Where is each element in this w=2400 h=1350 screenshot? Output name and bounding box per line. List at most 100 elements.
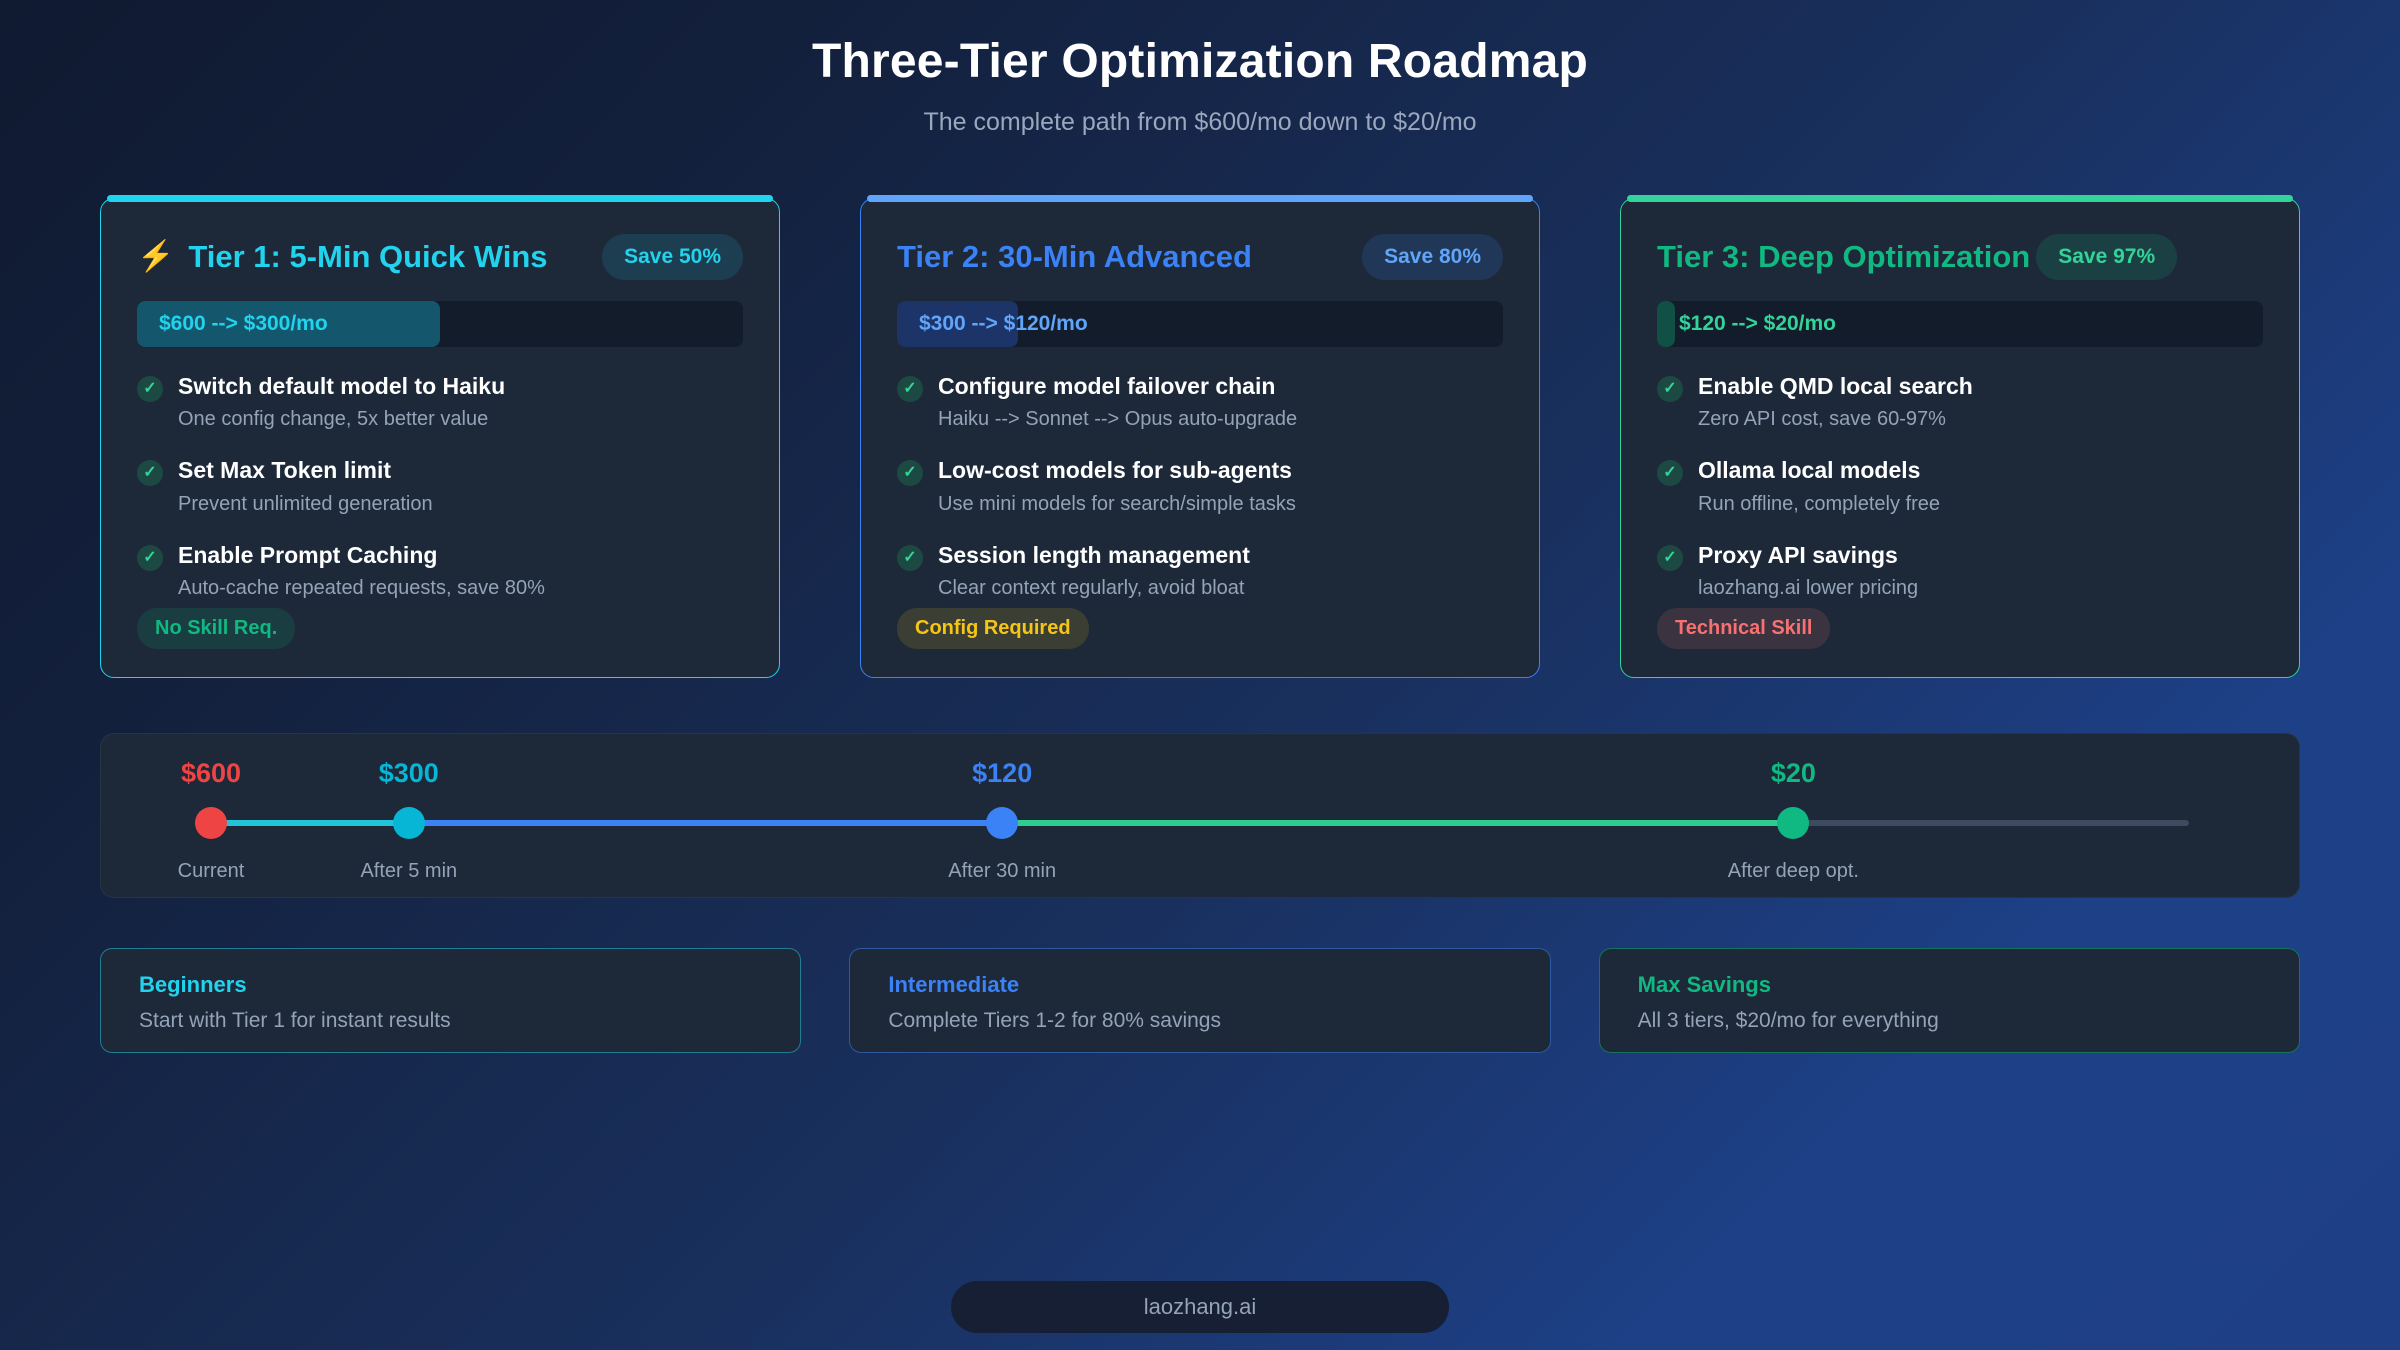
feature-desc: Run offline, completely free <box>1698 492 1940 515</box>
feature-desc: Prevent unlimited generation <box>178 492 433 515</box>
check-icon: ✓ <box>1657 544 1683 571</box>
feature-item: ✓ Enable QMD local search Zero API cost,… <box>1657 373 2263 431</box>
tier-title: Tier 3: Deep Optimization <box>1657 239 2031 274</box>
check-icon: ✓ <box>897 460 923 487</box>
price-progress-fill <box>137 301 440 347</box>
skill-badge: No Skill Req. <box>137 608 296 649</box>
tier-title: Tier 1: 5-Min Quick Wins <box>188 239 548 274</box>
recommendation-title: Max Savings <box>1637 972 1771 997</box>
feature-title: Switch default model to Haiku <box>178 373 506 399</box>
timeline-node-label: After 30 min <box>948 860 1057 882</box>
skill-badge: Config Required <box>897 608 1089 649</box>
price-progress-fill <box>1657 301 1676 347</box>
timeline-segment <box>1002 820 1794 826</box>
feature-item: ✓ Configure model failover chain Haiku -… <box>897 373 1503 431</box>
check-icon: ✓ <box>1657 376 1683 402</box>
feature-title: Proxy API savings <box>1698 541 1898 568</box>
check-icon: ✓ <box>897 544 923 571</box>
recommendation-cards-row: Beginners Start with Tier 1 for instant … <box>100 948 2300 1053</box>
feature-title: Enable Prompt Caching <box>178 541 438 568</box>
feature-title: Low-cost models for sub-agents <box>938 457 1292 484</box>
feature-desc: laozhang.ai lower pricing <box>1698 577 1919 600</box>
recommendation-title: Beginners <box>139 972 247 997</box>
recommendation-desc: Complete Tiers 1-2 for 80% savings <box>888 1009 1221 1033</box>
page-subtitle: The complete path from $600/mo down to $… <box>923 108 1477 136</box>
feature-item: ✓ Switch default model to Haiku One conf… <box>137 373 743 431</box>
recommendation-desc: All 3 tiers, $20/mo for everything <box>1637 1009 1939 1033</box>
price-progress-bar: $120 --> $20/mo <box>1657 301 2263 347</box>
tier-card-1[interactable]: ⚡ Tier 1: 5-Min Quick Wins Save 50% $600… <box>100 195 780 678</box>
feature-title: Ollama local models <box>1698 457 1921 484</box>
price-progress-bar: $600 --> $300/mo <box>137 301 743 347</box>
feature-item: ✓ Set Max Token limit Prevent unlimited … <box>137 457 743 515</box>
check-icon: ✓ <box>137 544 163 571</box>
feature-item: ✓ Proxy API savings laozhang.ai lower pr… <box>1657 542 2263 600</box>
tier-cards-row: ⚡ Tier 1: 5-Min Quick Wins Save 50% $600… <box>100 195 2300 678</box>
save-badge: Save 80% <box>1362 234 1503 280</box>
recommendation-card-beginners[interactable]: Beginners Start with Tier 1 for instant … <box>100 948 802 1053</box>
page-header: Three-Tier Optimization Roadmap The comp… <box>0 0 2400 137</box>
timeline-node-price: $20 <box>1770 758 1816 788</box>
timeline-segment <box>408 820 1003 826</box>
check-icon: ✓ <box>137 376 163 402</box>
recommendation-card-max-savings[interactable]: Max Savings All 3 tiers, $20/mo for ever… <box>1598 948 2300 1053</box>
timeline-node-label: After deep opt. <box>1727 860 1859 882</box>
price-progress-bar: $300 --> $120/mo <box>897 301 1503 347</box>
feature-desc: Clear context regularly, avoid bloat <box>938 577 1245 600</box>
lightning-bolt-icon: ⚡ <box>137 240 175 273</box>
recommendation-card-intermediate[interactable]: Intermediate Complete Tiers 1-2 for 80% … <box>849 948 1551 1053</box>
price-label: $120 --> $20/mo <box>1679 312 1837 335</box>
tier-title: Tier 2: 30-Min Advanced <box>897 239 1252 274</box>
price-label: $600 --> $300/mo <box>159 312 328 335</box>
tier-accent-bar <box>867 195 1533 202</box>
feature-desc: One config change, 5x better value <box>178 408 489 431</box>
tier-card-header: ⚡ Tier 1: 5-Min Quick Wins Save 50% <box>137 233 743 281</box>
check-icon: ✓ <box>897 376 923 402</box>
feature-title: Session length management <box>938 541 1250 568</box>
recommendation-desc: Start with Tier 1 for instant results <box>139 1009 451 1033</box>
footer-badge[interactable]: laozhang.ai <box>951 1281 1449 1333</box>
price-label: $300 --> $120/mo <box>919 312 1088 335</box>
tier-card-header: Tier 3: Deep Optimization Save 97% <box>1657 233 2263 281</box>
feature-title: Set Max Token limit <box>178 457 392 484</box>
timeline-node-price: $300 <box>378 758 439 788</box>
tier-accent-bar <box>1627 195 2293 202</box>
recommendation-title: Intermediate <box>888 972 1020 997</box>
timeline-node[interactable] <box>392 807 425 839</box>
check-icon: ✓ <box>1657 460 1683 487</box>
footer-label: laozhang.ai <box>1143 1294 1257 1319</box>
feature-desc: Zero API cost, save 60-97% <box>1698 408 1946 431</box>
timeline-node-price: $600 <box>180 758 242 788</box>
timeline-node-label: Current <box>177 860 245 882</box>
feature-title: Enable QMD local search <box>1698 373 1973 399</box>
tier-card-2[interactable]: Tier 2: 30-Min Advanced Save 80% $300 --… <box>860 195 1540 678</box>
feature-item: ✓ Enable Prompt Caching Auto-cache repea… <box>137 542 743 600</box>
price-progress-fill <box>897 301 1019 347</box>
feature-desc: Auto-cache repeated requests, save 80% <box>178 577 545 600</box>
check-icon: ✓ <box>137 460 163 487</box>
skill-badge: Technical Skill <box>1657 608 1831 649</box>
feature-item: ✓ Session length management Clear contex… <box>897 542 1503 600</box>
timeline-node[interactable] <box>986 807 1019 839</box>
feature-item: ✓ Low-cost models for sub-agents Use min… <box>897 457 1503 515</box>
timeline-node[interactable] <box>195 807 227 839</box>
save-badge: Save 50% <box>602 234 743 280</box>
feature-item: ✓ Ollama local models Run offline, compl… <box>1657 457 2263 515</box>
timeline-node-label: After 5 min <box>360 860 458 882</box>
tier-accent-bar <box>107 195 773 202</box>
feature-list: ✓ Enable QMD local search Zero API cost,… <box>1657 373 2263 600</box>
feature-list: ✓ Switch default model to Haiku One conf… <box>137 373 743 600</box>
feature-desc: Use mini models for search/simple tasks <box>938 492 1296 515</box>
page-title: Three-Tier Optimization Roadmap <box>811 35 1589 88</box>
tier-card-3[interactable]: Tier 3: Deep Optimization Save 97% $120 … <box>1620 195 2300 678</box>
tier-card-header: Tier 2: 30-Min Advanced Save 80% <box>897 233 1503 281</box>
timeline-segment <box>1793 820 2189 826</box>
timeline-segment <box>211 820 409 826</box>
timeline-node-price: $120 <box>972 758 1033 788</box>
timeline-node[interactable] <box>1777 807 1810 839</box>
feature-desc: Haiku --> Sonnet --> Opus auto-upgrade <box>938 408 1298 431</box>
save-badge: Save 97% <box>2036 234 2178 280</box>
